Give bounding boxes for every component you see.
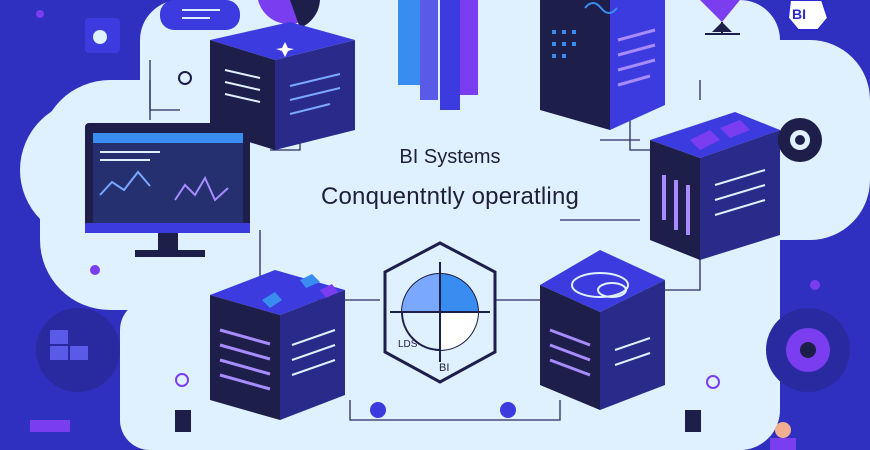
- accent-dots: [90, 71, 820, 389]
- server-cube-bottom-left: [210, 270, 345, 420]
- server-cube-bottom-right: [540, 250, 665, 410]
- gauge-label-bottom: BI: [439, 362, 450, 374]
- tablet-icon: [175, 410, 701, 432]
- server-cube-right: [650, 112, 780, 260]
- gauge-label-left: LDS: [398, 339, 418, 350]
- server-cube-top-left: [210, 22, 355, 150]
- disc-icon: [766, 308, 850, 392]
- badge-label: BI: [792, 6, 806, 22]
- monitor-icon: [85, 123, 250, 257]
- pie-decoration: [258, 0, 320, 28]
- sticker-icons-left: [30, 10, 120, 432]
- bar-chart-icon: [398, 0, 478, 110]
- person-icon: [770, 422, 796, 450]
- bi-badge-icon: [786, 0, 830, 31]
- small-gear-icon: [370, 402, 516, 418]
- hourglass-icon: [700, 0, 740, 35]
- subheadline-text: Conquentntly operatling: [320, 183, 580, 210]
- ribbon-decoration: [160, 0, 240, 30]
- globe-icon: [36, 308, 120, 392]
- gauge-hexagon: [383, 241, 497, 384]
- headline-text: BI Systems: [399, 146, 501, 168]
- server-cube-top-right: [540, 0, 665, 130]
- gear-icon: [778, 118, 822, 162]
